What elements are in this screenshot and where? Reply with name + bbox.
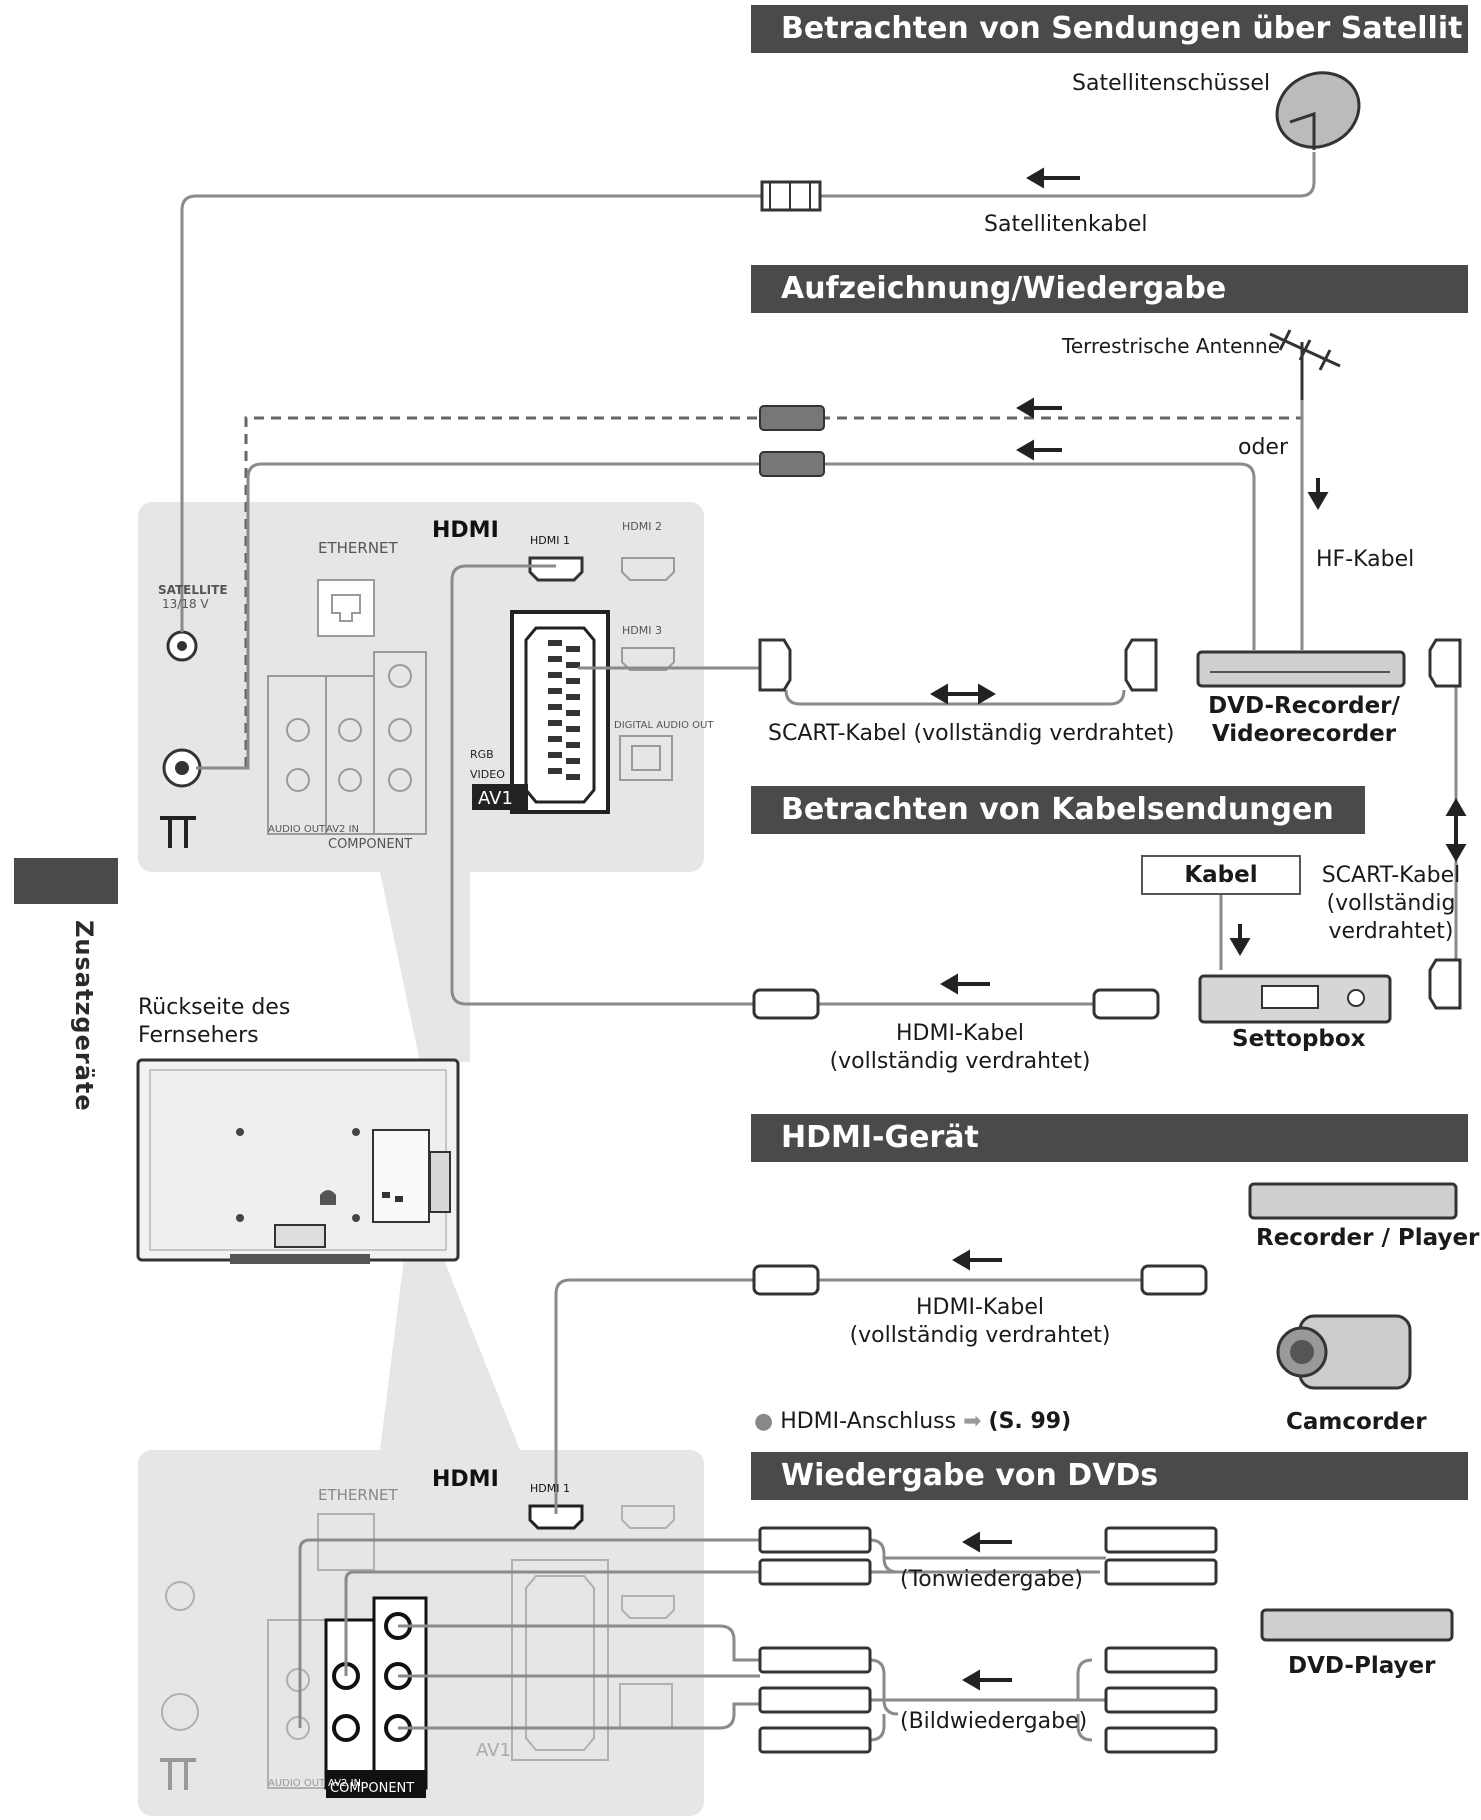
label-rf-cable: HF-Kabel (1316, 547, 1415, 572)
hdmi-port-note: ● HDMI-Anschluss ➡ (S. 99) (754, 1408, 1071, 1436)
dvd-recorder-icon (1196, 650, 1406, 688)
header-recording: Aufzeichnung/Wiedergabe (751, 265, 1468, 313)
dvd-player-icon (1260, 1608, 1454, 1642)
hdmi-plugs (752, 988, 1208, 1296)
zoom-cone-bottom (380, 1250, 520, 1450)
label-scart-cable-right-2: (vollständig (1326, 891, 1456, 916)
label-camcorder: Camcorder (1286, 1409, 1427, 1435)
settopbox-icon (1198, 974, 1392, 1024)
av1-label-bottom: AV1 (476, 1740, 511, 1761)
label-dvd-recorder: DVD-Recorder/ Videorecorder (1194, 692, 1414, 748)
hdmi-logo-bottom: HDMI (432, 1467, 499, 1492)
rgb-label: RGB (470, 748, 494, 761)
header-dvd-playback: Wiedergabe von DVDs (751, 1452, 1468, 1500)
satellite-connector (760, 180, 822, 212)
cable-lines (180, 152, 1458, 1742)
top-panel-ports (160, 556, 675, 848)
av1-label-top: AV1 (478, 788, 513, 809)
header-hdmi-device: HDMI-Gerät (751, 1114, 1468, 1162)
digital-audio-out-label: DIGITAL AUDIO OUT (614, 720, 714, 731)
hdmi1-label-bottom: HDMI 1 (530, 1482, 570, 1495)
label-scart-cable-right-1: SCART-Kabel (1321, 863, 1461, 888)
label-hdmi-cable-1-sub: (vollständig verdrahtet) (829, 1049, 1091, 1074)
header-cable-tv: Betrachten von Kabelsendungen (751, 786, 1365, 834)
label-audio-playback: (Tonwiedergabe) (900, 1567, 1084, 1592)
label-hdmi-cable-1-title: HDMI-Kabel (895, 1021, 1025, 1046)
label-hdmi-cable-2-sub: (vollständig verdrahtet) (849, 1323, 1111, 1348)
satellite-dish-icon (1275, 71, 1361, 150)
bottom-panel-ports (160, 1504, 675, 1798)
av-in-label-top: AV2 IN (326, 824, 359, 835)
label-satellite-dish: Satellitenschüssel (1072, 71, 1271, 96)
label-or: oder (1238, 435, 1289, 460)
label-satellite-cable: Satellitenkabel (984, 212, 1148, 237)
label-dvd-recorder-line2: Videorecorder (1211, 721, 1397, 747)
label-terrestrial-antenna: Terrestrische Antenne (1062, 334, 1281, 358)
side-tab-label: Zusatzgeräte (70, 920, 98, 1112)
scart-pins (548, 640, 580, 780)
recorder-player-icon (1248, 1182, 1458, 1220)
label-tv-rear-1: Rückseite des (138, 995, 291, 1020)
label-scart-cable: SCART-Kabel (vollständig verdrahtet) (768, 721, 1175, 746)
label-hdmi-cable-2: HDMI-Kabel (vollständig verdrahtet) (840, 1294, 1120, 1350)
label-scart-cable-right: SCART-Kabel (vollständig verdrahtet) (1316, 862, 1466, 946)
satellite-spec-label: 13/18 V (162, 597, 209, 611)
label-dvd-recorder-line1: DVD-Recorder/ (1208, 693, 1400, 719)
label-dvd-player: DVD-Player (1288, 1653, 1436, 1679)
arrow-right-icon: ➡ (963, 1409, 982, 1434)
label-recorder-player: Recorder / Player (1256, 1225, 1480, 1251)
ethernet-label-bottom: ETHERNET (318, 1486, 399, 1504)
label-settopbox: Settopbox (1232, 1026, 1366, 1052)
camcorder-icon (1276, 1314, 1412, 1390)
hdmi1-label-top: HDMI 1 (530, 534, 570, 547)
scart-plugs (758, 638, 1462, 1010)
label-scart-cable-right-3: verdrahtet) (1328, 919, 1454, 944)
component-label-top: COMPONENT (328, 837, 412, 852)
component-label-bottom: COMPONENT (330, 1781, 414, 1796)
header-satellite: Betrachten von Sendungen über Satellit (751, 5, 1468, 53)
zoom-cone-top (380, 872, 470, 1062)
side-tab (14, 858, 118, 904)
ethernet-label-top: ETHERNET (318, 539, 399, 557)
audio-out-label-top: AUDIO OUT (268, 824, 326, 835)
rf-connectors (759, 405, 825, 477)
label-tv-rear-2: Fernsehers (138, 1023, 259, 1048)
label-tv-rear: Rückseite des Fernsehers (138, 994, 290, 1050)
label-hdmi-cable-2-title: HDMI-Kabel (915, 1295, 1045, 1320)
tv-rear-illustration (136, 1058, 460, 1264)
label-cable-box: Kabel (1141, 855, 1301, 895)
label-video-playback: (Bildwiedergabe) (900, 1709, 1088, 1734)
terrestrial-antenna-icon (1269, 329, 1341, 400)
audio-out-label-bottom: AUDIO OUT (268, 1778, 326, 1789)
video-label: VIDEO (470, 768, 505, 781)
rca-plugs (758, 1526, 1218, 1754)
label-hdmi-cable-1: HDMI-Kabel (vollständig verdrahtet) (820, 1020, 1100, 1076)
av-in-label-bottom: AV2 IN (328, 1778, 361, 1789)
satellite-port-label: SATELLITE (158, 583, 228, 597)
bullet-icon: ● (754, 1409, 774, 1434)
hdmi-port-note-text: HDMI-Anschluss (780, 1409, 957, 1434)
hdmi2-label-top: HDMI 2 (622, 520, 662, 533)
hdmi-port-page-link[interactable]: (S. 99) (988, 1409, 1072, 1434)
hdmi3-label-top: HDMI 3 (622, 624, 662, 637)
direction-arrows (930, 167, 1467, 1691)
hdmi-logo-top: HDMI (432, 518, 499, 543)
